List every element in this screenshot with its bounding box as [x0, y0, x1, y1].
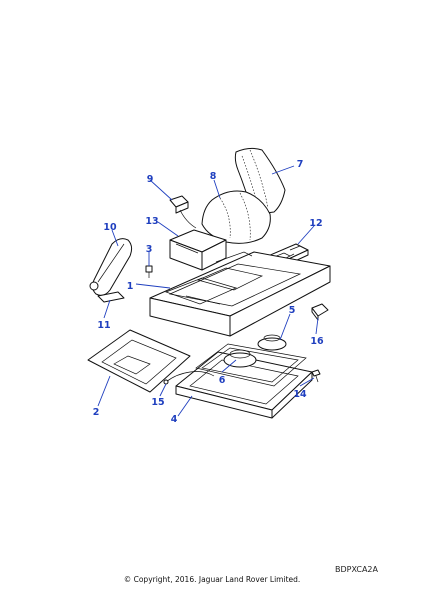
- callout-16: 16: [310, 336, 324, 347]
- screw-14-part: [311, 369, 321, 383]
- leader-13: [157, 221, 179, 237]
- cover-plate-part: [87, 329, 191, 393]
- callout-4: 4: [171, 414, 178, 425]
- trim-plate-part: [164, 277, 238, 305]
- callout-1: 1: [127, 281, 134, 292]
- leader-9: [149, 179, 173, 201]
- callout-6: 6: [219, 375, 226, 386]
- leader-8: [213, 179, 221, 199]
- knob-part: [311, 303, 329, 321]
- callout-15: 15: [151, 397, 164, 408]
- leader-5: [279, 313, 291, 341]
- callout-13: 13: [145, 216, 158, 227]
- screw-part: [145, 265, 153, 278]
- pad-part: [97, 291, 125, 303]
- seal-frame-part: [195, 343, 307, 387]
- leader-4: [177, 395, 193, 417]
- console-body-part: [149, 251, 331, 337]
- callout-14: 14: [293, 389, 307, 400]
- leader-2: [97, 375, 111, 407]
- leader-12: [297, 225, 315, 245]
- handbrake-lever-part: [89, 238, 133, 296]
- leader-11: [103, 299, 111, 319]
- gaiter-boot-part: [201, 190, 271, 244]
- switch-part: [169, 195, 197, 229]
- leader-10: [111, 229, 119, 247]
- callout-10: 10: [103, 222, 117, 233]
- diagram-code: BDPXCA2A: [335, 565, 378, 574]
- callout-5: 5: [289, 305, 296, 316]
- callout-9: 9: [147, 174, 154, 185]
- base-tray-part: [175, 351, 313, 419]
- callout-12: 12: [309, 218, 322, 229]
- leader-7: [271, 165, 295, 175]
- copyright-notice: © Copyright, 2016. Jaguar Land Rover Lim…: [123, 575, 301, 584]
- callout-8: 8: [210, 171, 217, 182]
- leader-15: [159, 383, 167, 397]
- cable-part: [163, 371, 215, 385]
- callout-labels: 9 8 7 10 13 12 3 1 11 5 16 6 2 15 4 14: [93, 159, 324, 425]
- stowage-box-part: [169, 229, 227, 271]
- callout-2: 2: [93, 407, 100, 418]
- leader-14: [299, 377, 315, 387]
- leader-lines: [97, 165, 319, 417]
- leader-16: [315, 317, 319, 335]
- leader-6: [221, 359, 237, 373]
- callout-7: 7: [297, 159, 304, 170]
- callout-11: 11: [97, 320, 110, 331]
- callout-3: 3: [146, 244, 153, 255]
- leader-1: [135, 283, 171, 289]
